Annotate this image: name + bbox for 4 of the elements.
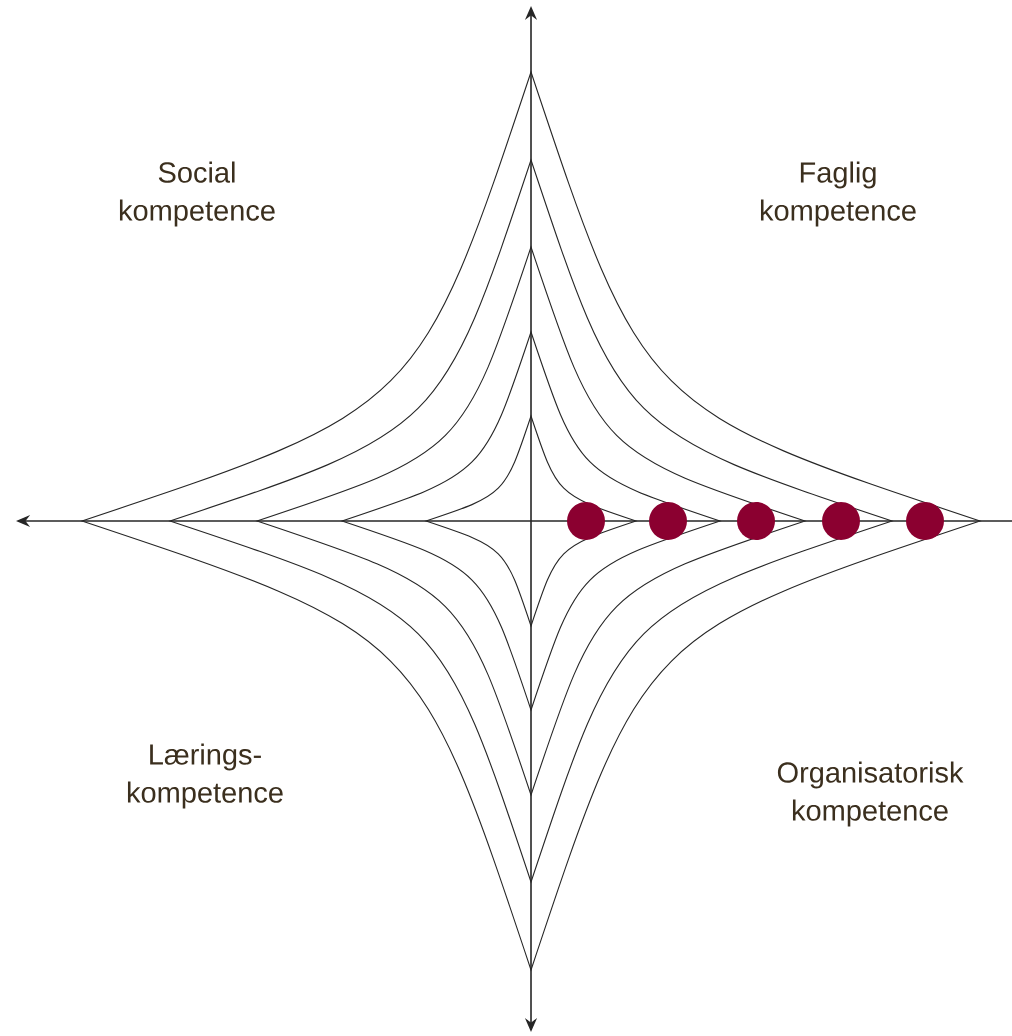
quadrant-label: Organisatorisk kompetence (777, 761, 964, 827)
quadrant-label: Social kompetence (119, 161, 275, 227)
quadrant-label: Faglig kompetence (761, 161, 916, 227)
quadrant-label: Lærings- kompetence (127, 743, 283, 809)
